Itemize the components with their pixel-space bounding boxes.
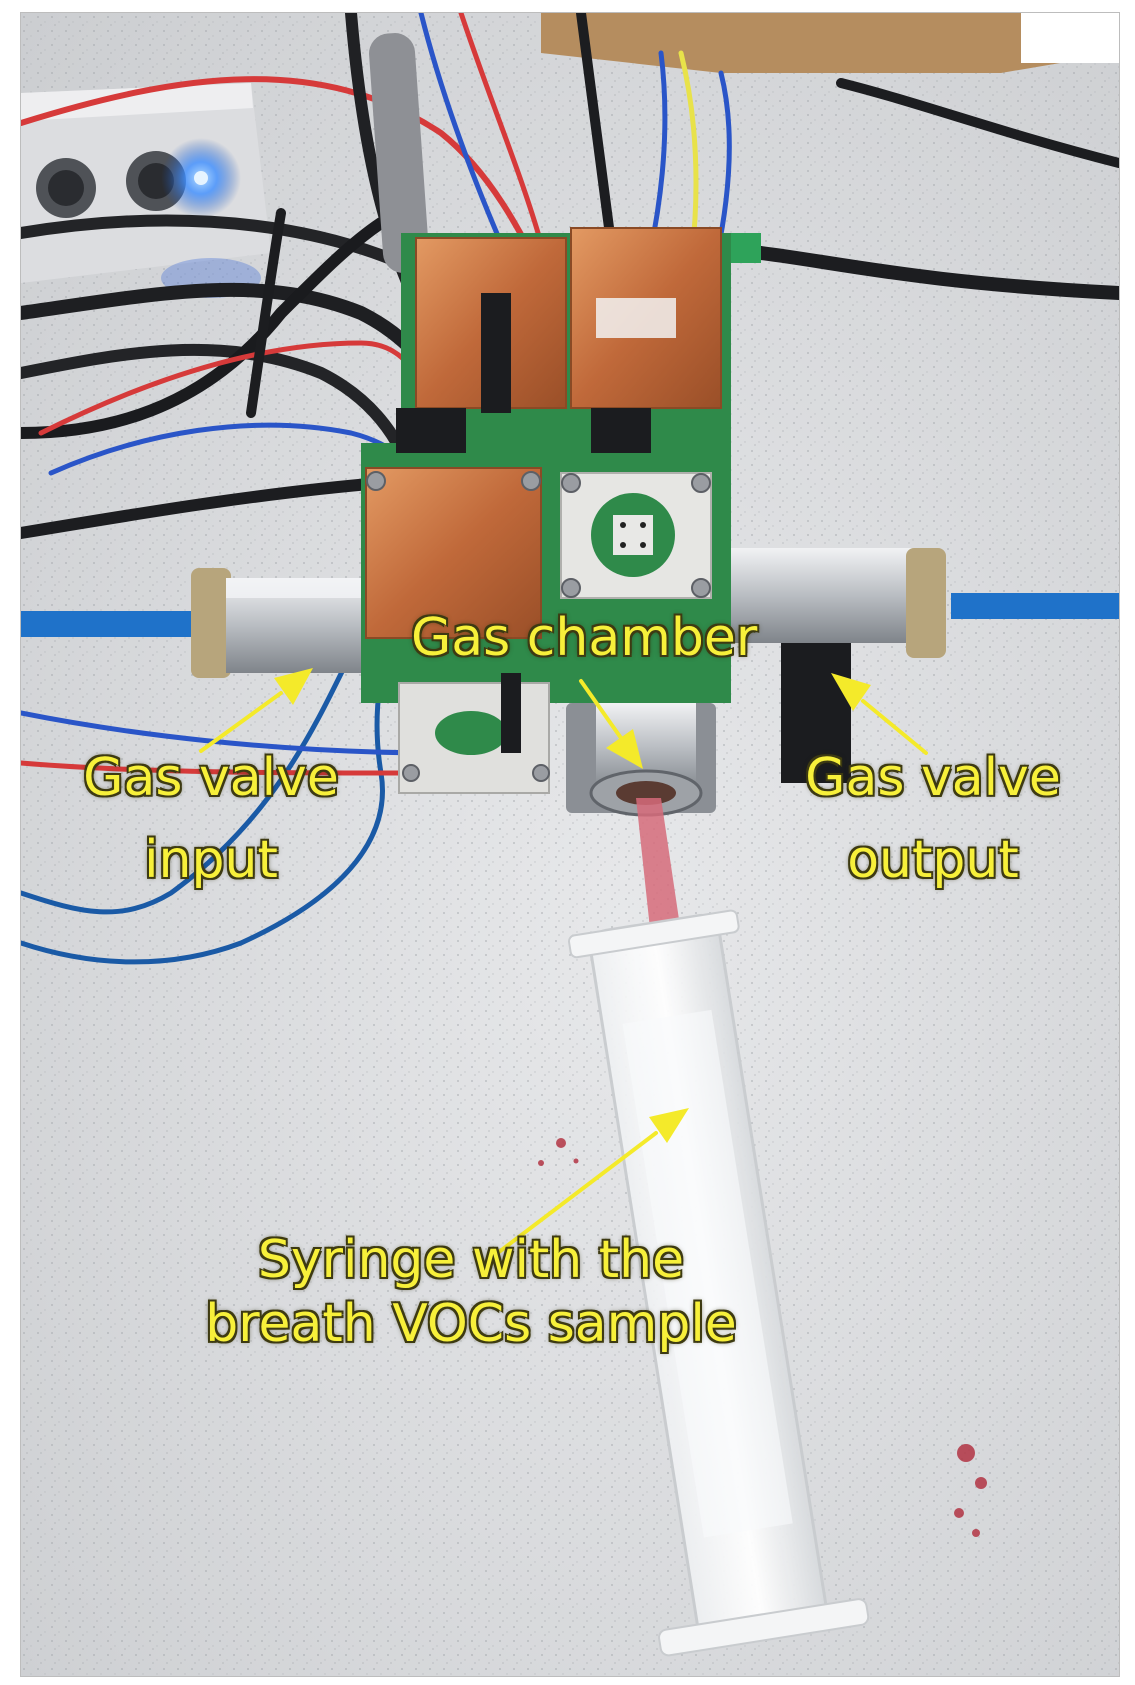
setup-scene bbox=[21, 13, 1119, 1676]
gas-valve-input-line-1: Gas valve bbox=[83, 748, 339, 808]
gas-chamber-text: Gas chamber bbox=[411, 608, 758, 668]
gas-valve-output-label: Gas valve output bbox=[773, 748, 1093, 891]
gas-chamber-label: Gas chamber bbox=[411, 609, 757, 667]
syringe-line-1: Syringe with the bbox=[257, 1230, 685, 1290]
gas-valve-output-line-1: Gas valve bbox=[805, 748, 1061, 808]
experimental-setup-photo: Gas chamber Gas valve input Gas valve ou… bbox=[20, 12, 1120, 1677]
syringe-line-2: breath VOCs sample bbox=[205, 1294, 737, 1355]
syringe-label: Syringe with the breath VOCs sample bbox=[191, 1230, 751, 1355]
gas-valve-input-line-2: input bbox=[144, 830, 278, 891]
gas-valve-output-line-2: output bbox=[847, 830, 1019, 891]
gas-valve-input-label: Gas valve input bbox=[51, 748, 371, 891]
